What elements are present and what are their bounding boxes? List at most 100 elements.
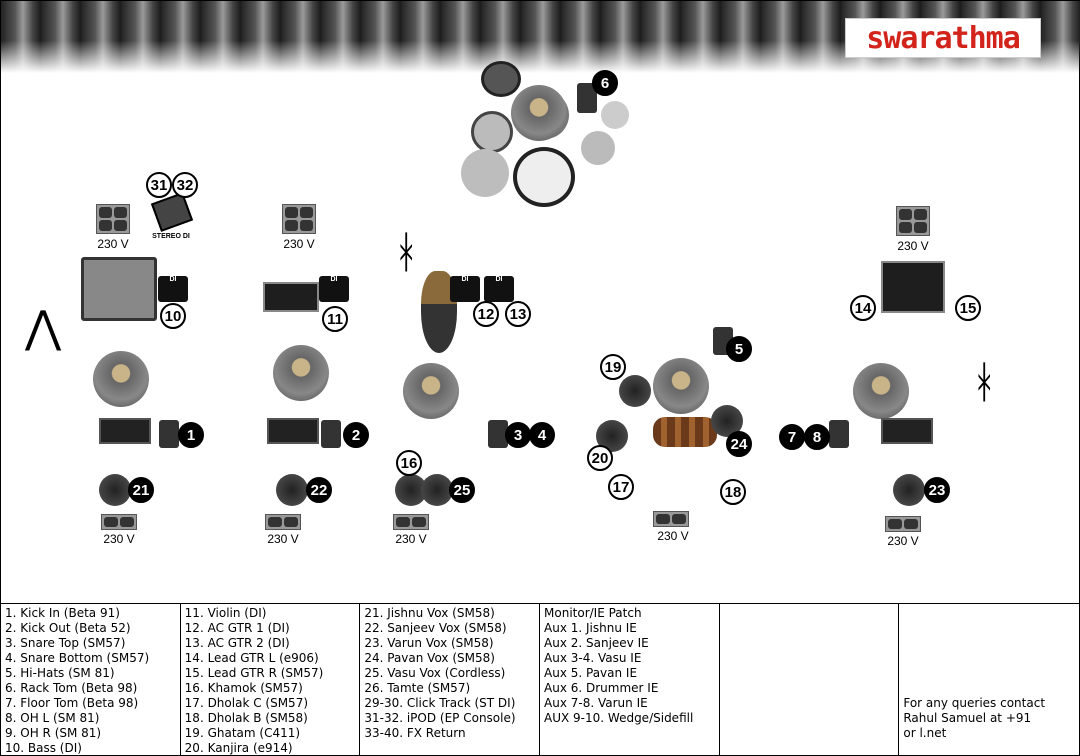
channel-badge: 1 bbox=[178, 422, 204, 448]
band-logo: swarathma bbox=[845, 18, 1041, 58]
musician bbox=[403, 363, 459, 419]
input-list-item: 26. Tamte (SM57) bbox=[364, 681, 471, 695]
channel-badge: 12 bbox=[473, 301, 499, 327]
musician bbox=[93, 351, 149, 407]
channel-badge: 24 bbox=[726, 431, 752, 457]
musician bbox=[853, 363, 909, 419]
stereo-di bbox=[150, 192, 194, 232]
channel-badge: 6 bbox=[592, 70, 618, 96]
wireless-pack bbox=[159, 420, 179, 448]
pedalboard bbox=[267, 418, 319, 444]
input-list-item: 17. Dholak C (SM57) bbox=[184, 696, 309, 710]
power-label: 230 V bbox=[897, 239, 929, 253]
input-list-item: 33-40. FX Return bbox=[364, 726, 466, 740]
input-list-item: 31-32. iPOD (EP Console) bbox=[364, 711, 516, 725]
input-list-item: AUX 9-10. Wedge/Sidefill bbox=[544, 711, 694, 725]
channel-badge: 25 bbox=[449, 477, 475, 503]
power-outlet-icon bbox=[653, 511, 689, 527]
power-outlet-icon bbox=[96, 204, 130, 234]
input-list-col-3: 21. Jishnu Vox (SM58)22. Sanjeev Vox (SM… bbox=[360, 604, 541, 755]
guitar-stand-icon: ᚼ bbox=[393, 227, 420, 278]
channel-badge: 20 bbox=[587, 445, 613, 471]
input-list-item: 21. Jishnu Vox (SM58) bbox=[364, 606, 495, 620]
input-list-item: 8. OH L (SM 81) bbox=[5, 711, 100, 725]
channel-badge: 5 bbox=[726, 336, 752, 362]
input-list-item: 5. Hi-Hats (SM 81) bbox=[5, 666, 115, 680]
monitor-wedge bbox=[276, 474, 308, 506]
monitor-wedge bbox=[99, 474, 131, 506]
power-outlet-icon bbox=[896, 206, 930, 236]
input-list-item: 9. OH R (SM 81) bbox=[5, 726, 102, 740]
power-label: 230 V bbox=[283, 237, 315, 251]
input-list-item: 29-30. Click Track (ST DI) bbox=[364, 696, 516, 710]
guitar-stand-icon: ⋀ bbox=[25, 302, 62, 353]
input-list-item: Aux 2. Sanjeev IE bbox=[544, 636, 649, 650]
wireless-pack bbox=[488, 420, 508, 448]
monitor-wedge bbox=[619, 375, 651, 407]
power-outlet-icon bbox=[265, 514, 301, 530]
pedalboard bbox=[99, 418, 151, 444]
channel-badge: 16 bbox=[396, 450, 422, 476]
empty-col bbox=[720, 604, 900, 755]
input-list-item: 16. Khamok (SM57) bbox=[184, 681, 303, 695]
stage-plot: swarathma ⋀ ᚼ ᚼ STEREO DI DI DI DI DI 23… bbox=[0, 0, 1080, 603]
channel-badge: 13 bbox=[505, 301, 531, 327]
power-label: 230 V bbox=[267, 532, 299, 546]
power-outlet-icon bbox=[393, 514, 429, 530]
input-list-item: 10. Bass (DI) bbox=[5, 741, 82, 755]
channel-badge: 21 bbox=[128, 477, 154, 503]
power-label: 230 V bbox=[103, 532, 135, 546]
power-outlet-icon bbox=[885, 516, 921, 532]
input-list-item: 13. AC GTR 2 (DI) bbox=[184, 636, 290, 650]
input-list-item: 18. Dholak B (SM58) bbox=[184, 711, 308, 725]
channel-badge: 7 bbox=[779, 424, 805, 450]
channel-badge: 3 bbox=[505, 422, 531, 448]
input-list-item: 1. Kick In (Beta 91) bbox=[5, 606, 120, 620]
channel-badge: 10 bbox=[160, 303, 186, 329]
guitar-amp bbox=[881, 261, 945, 313]
guitar-stand-icon: ᚼ bbox=[971, 357, 998, 408]
wireless-pack bbox=[829, 420, 849, 448]
pedalboard bbox=[881, 418, 933, 444]
input-list-table: 1. Kick In (Beta 91)2. Kick Out (Beta 52… bbox=[0, 603, 1080, 756]
channel-badge: 22 bbox=[306, 477, 332, 503]
input-list-item: Aux 5. Pavan IE bbox=[544, 666, 638, 680]
input-list-col-2: 11. Violin (DI)12. AC GTR 1 (DI)13. AC G… bbox=[181, 604, 361, 755]
input-list-item: 3. Snare Top (SM57) bbox=[5, 636, 126, 650]
input-list-item: 2. Kick Out (Beta 52) bbox=[5, 621, 131, 635]
power-label: 230 V bbox=[887, 534, 919, 548]
contact-text: For any queries contact Rahul Samuel at … bbox=[903, 696, 1046, 725]
input-list-item: 6. Rack Tom (Beta 98) bbox=[5, 681, 138, 695]
stereo-di-label: STEREO DI bbox=[152, 233, 190, 240]
musician bbox=[653, 358, 709, 414]
channel-badge: 4 bbox=[529, 422, 555, 448]
wireless-pack bbox=[577, 85, 597, 113]
bass-amp bbox=[263, 282, 319, 312]
channel-badge: 17 bbox=[608, 474, 634, 500]
channel-badge: 23 bbox=[924, 477, 950, 503]
channel-badge: 14 bbox=[850, 295, 876, 321]
input-list-item: Monitor/IE Patch bbox=[544, 606, 642, 620]
di-box: DI bbox=[450, 276, 480, 302]
input-list-item: Aux 7-8. Varun IE bbox=[544, 696, 648, 710]
di-box: DI bbox=[319, 276, 349, 302]
musician bbox=[511, 85, 567, 141]
channel-badge: 8 bbox=[804, 424, 830, 450]
di-box: DI bbox=[158, 276, 188, 302]
channel-badge: 18 bbox=[720, 479, 746, 505]
channel-badge: 32 bbox=[172, 172, 198, 198]
input-list-item: 12. AC GTR 1 (DI) bbox=[184, 621, 290, 635]
input-list-item: 4. Snare Bottom (SM57) bbox=[5, 651, 150, 665]
monitor-wedge bbox=[893, 474, 925, 506]
input-list-item: 20. Kanjira (e914) bbox=[184, 741, 293, 755]
laptop bbox=[81, 257, 157, 321]
contact-email: or l.net bbox=[903, 726, 947, 740]
channel-badge: 11 bbox=[322, 306, 348, 332]
dholak bbox=[653, 417, 717, 447]
input-list-item: 25. Vasu Vox (Cordless) bbox=[364, 666, 506, 680]
input-list-item: 23. Varun Vox (SM58) bbox=[364, 636, 494, 650]
power-label: 230 V bbox=[97, 237, 129, 251]
input-list-item: 15. Lead GTR R (SM57) bbox=[184, 666, 324, 680]
input-list-item: 11. Violin (DI) bbox=[184, 606, 267, 620]
